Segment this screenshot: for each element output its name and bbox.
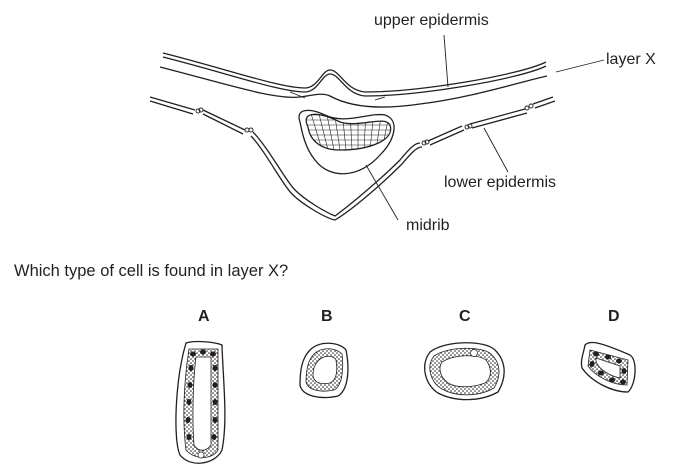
option-c-label[interactable]: C [459,308,471,325]
cell-c-drawing [424,342,505,401]
label-upper-epidermis: upper epidermis [374,12,489,29]
option-b-label[interactable]: B [321,308,333,325]
question-text: Which type of cell is found in layer X? [14,262,289,280]
cell-a-drawing [175,340,226,464]
cell-d-drawing [580,341,636,393]
option-a-label[interactable]: A [198,308,210,325]
lower-epidermis [149,96,556,221]
label-leaders [365,34,605,221]
label-midrib: midrib [406,217,450,234]
option-d-label[interactable]: D [608,308,620,325]
label-layer-x: layer X [606,51,656,68]
upper-epidermis [162,52,547,97]
layer-x-boundary [159,66,548,108]
cell-b-drawing [299,342,349,399]
label-lower-epidermis: lower epidermis [444,174,557,191]
midrib-vascular-bundle [298,109,395,175]
